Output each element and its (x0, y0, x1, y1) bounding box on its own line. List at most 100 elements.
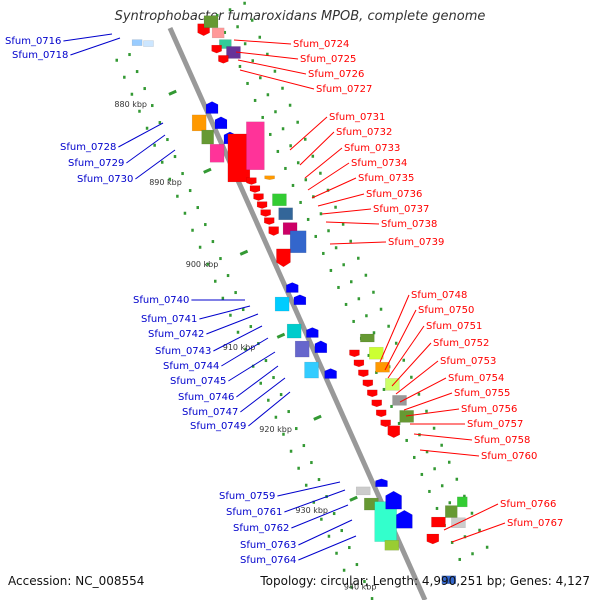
gene-label-reverse: Sfum_0741 (141, 314, 197, 325)
gene-block (272, 193, 287, 207)
track-dot (228, 8, 232, 12)
track-dot (279, 393, 283, 397)
gene-label-reverse: Sfum_0718 (12, 50, 68, 61)
track-dot (138, 109, 141, 113)
track-dot (168, 177, 172, 181)
leader-line-forward (235, 51, 299, 60)
track-dot (274, 415, 278, 419)
leader-line-reverse (277, 481, 341, 497)
track-dot (357, 297, 361, 301)
track-dot (485, 545, 489, 549)
track-dot (281, 127, 285, 131)
gene-arrow-forward (362, 379, 374, 388)
leader-line-forward (239, 69, 315, 90)
track-dot (382, 387, 386, 391)
track-dot (206, 262, 209, 266)
track-dot (244, 347, 247, 351)
gene-label-reverse: Sfum_0716 (5, 36, 61, 47)
gene-label-forward: Sfum_0755 (454, 388, 510, 399)
gene-label-reverse: Sfum_0743 (155, 346, 211, 357)
track-dot (387, 324, 390, 328)
track-dot (440, 484, 444, 488)
track-dot (219, 257, 222, 261)
leader-line-forward (299, 131, 335, 166)
gene-label-reverse: Sfum_0730 (77, 174, 133, 185)
leader-line-forward (413, 433, 473, 441)
gene-label-forward: Sfum_0766 (500, 499, 556, 510)
track-dot (243, 1, 246, 5)
track-dot (253, 98, 257, 102)
track-dot (296, 161, 300, 165)
track-dot (221, 296, 225, 300)
track-dot (402, 358, 406, 362)
gene-block (355, 486, 371, 496)
gene-arrow-forward (358, 369, 369, 378)
gene-arrow-reverse (314, 340, 328, 353)
track-dot (130, 92, 134, 96)
gene-block (445, 505, 458, 518)
gene-block (209, 144, 225, 163)
gene-arrow-reverse (396, 510, 413, 529)
track-dot (375, 370, 378, 374)
track-dot (420, 472, 424, 476)
track-dot (365, 314, 368, 318)
track-dot (428, 489, 431, 493)
leader-line-forward (451, 522, 506, 543)
gene-arrow-forward (218, 55, 229, 64)
track-dot (241, 308, 245, 312)
track-dot (340, 529, 343, 533)
track-dot (470, 511, 474, 515)
track-dot (267, 398, 270, 402)
kbp-tick (313, 414, 322, 421)
track-dot (329, 268, 333, 272)
gene-arrow-forward (256, 201, 268, 209)
track-dot (176, 194, 179, 198)
gene-label-forward: Sfum_0753 (440, 356, 496, 367)
track-dot (394, 341, 398, 345)
gene-label-forward: Sfum_0733 (344, 143, 400, 154)
gene-block (294, 340, 310, 358)
gene-label-reverse: Sfum_0744 (163, 361, 219, 372)
gene-arrow-forward (268, 226, 279, 236)
gene-label-reverse: Sfum_0763 (240, 540, 296, 551)
gene-label-reverse: Sfum_0729 (68, 158, 124, 169)
gene-arrow-forward (371, 399, 382, 408)
track-dot (478, 528, 481, 532)
track-dot (450, 540, 454, 544)
gene-arrow-forward (211, 44, 222, 54)
gene-label-forward: Sfum_0767 (507, 518, 563, 529)
track-dot (312, 500, 316, 504)
track-dot (287, 410, 290, 414)
gene-arrow-forward (276, 248, 291, 268)
gene-label-forward: Sfum_0726 (308, 69, 364, 80)
gene-arrow-forward (253, 193, 264, 201)
track-dot (135, 70, 139, 74)
track-dot (243, 42, 247, 46)
gene-block (369, 346, 384, 360)
gene-block (246, 121, 265, 171)
gene-label-reverse: Sfum_0761 (226, 507, 282, 518)
gene-label-forward: Sfum_0738 (381, 219, 437, 230)
track-dot (348, 546, 351, 550)
gene-block (441, 575, 457, 585)
leader-line-reverse (228, 351, 276, 382)
gene-block (131, 39, 143, 46)
track-dot (281, 86, 284, 90)
track-dot (327, 534, 331, 538)
leader-line-forward (237, 59, 307, 75)
gene-arrow-reverse (293, 294, 307, 305)
track-dot (160, 160, 164, 164)
track-dot (372, 290, 375, 294)
gene-block (392, 395, 407, 406)
leader-line-forward (391, 342, 432, 387)
track-dot (317, 478, 321, 482)
track-dot (413, 455, 416, 459)
track-dot (295, 427, 298, 431)
track-dot (238, 64, 242, 68)
gene-arrow-reverse (324, 368, 337, 379)
leader-line-forward (384, 309, 417, 371)
gene-label-forward: Sfum_0760 (481, 451, 537, 462)
track-dot (379, 307, 383, 311)
track-dot (341, 222, 345, 226)
track-dot (367, 353, 371, 357)
